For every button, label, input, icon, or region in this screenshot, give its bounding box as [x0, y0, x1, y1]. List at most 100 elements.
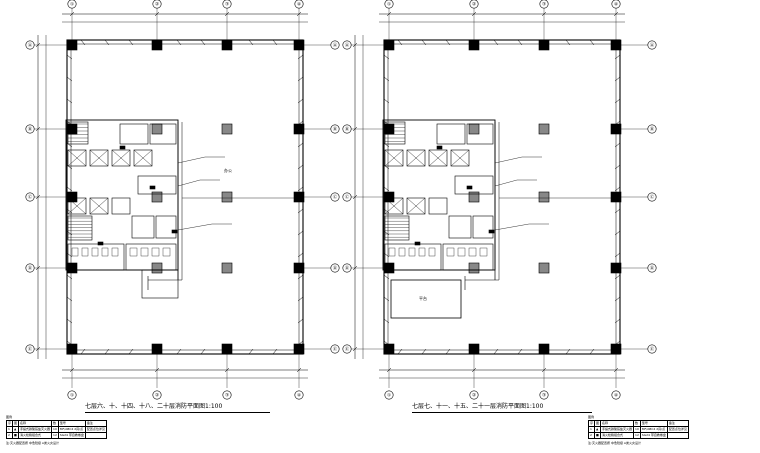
window-mark: [397, 39, 403, 46]
window-mark: [589, 39, 595, 46]
axis-bubble-bottom-label: ①: [387, 393, 391, 399]
structural-column: [151, 262, 163, 274]
window-mark: [383, 318, 390, 324]
dimension-tick: [352, 265, 358, 271]
structural-column: [293, 191, 305, 203]
window-mark: [493, 348, 499, 355]
axis-bubble-left-label: Ⓔ: [28, 346, 33, 353]
window-mark: [128, 348, 134, 355]
structural-column: [610, 123, 622, 135]
axis-bubble-top-label: ②: [472, 2, 476, 8]
fire-hydrant-box: [488, 229, 495, 234]
axis-bubble-left-label: Ⓔ: [345, 346, 350, 353]
leader-line: [494, 156, 523, 164]
window-mark: [297, 54, 304, 60]
window-mark: [383, 274, 390, 280]
axis-bubble-bottom: [469, 390, 479, 400]
elevator-cross: [406, 197, 426, 215]
structural-column: [610, 39, 622, 51]
window-mark: [176, 348, 182, 355]
axis-bubble-right: [647, 192, 657, 202]
dimension-tick: [541, 367, 547, 373]
axis-bubble-left-label: Ⓐ: [345, 42, 350, 49]
legend-table-right: 图例 序 图 名称 数 型号 备注 1 ▲ 手提式磷酸铵盐灭火器 10 MF/A…: [587, 415, 689, 445]
legend-cell: 消火栓箱组合式: [18, 432, 53, 439]
structural-column: [383, 39, 395, 51]
stair: [384, 121, 406, 145]
dimension-tick: [352, 194, 358, 200]
legend-cell: [666, 432, 689, 439]
outer-wall: [66, 39, 304, 355]
window-mark: [297, 252, 304, 258]
legend-cell: [84, 432, 107, 439]
structural-column: [293, 262, 305, 274]
dimension-tick: [471, 11, 477, 17]
dimension-tick: [35, 194, 41, 200]
structural-column: [221, 343, 233, 355]
window-mark: [200, 348, 206, 355]
axis-bubble-right: [330, 124, 340, 134]
legend-table: 序 图 名称 数 型号 备注 1 ▲ 手提式磷酸铵盐灭火器 10 MF/ABC4…: [587, 420, 689, 439]
window-mark: [614, 186, 621, 192]
structural-column: [151, 123, 163, 135]
axis-bubble-left-label: Ⓒ: [345, 194, 350, 201]
window-mark: [272, 348, 278, 355]
toilet-stall: [457, 247, 466, 257]
core-room: [137, 175, 177, 195]
axis-bubble-top: [152, 0, 162, 9]
structural-column: [293, 123, 305, 135]
window-mark: [383, 98, 390, 104]
dimension-tick: [386, 11, 392, 17]
window-mark: [272, 39, 278, 46]
dimension-tick: [35, 42, 41, 48]
axis-bubble-top-label: ④: [614, 2, 618, 8]
dimension-tick: [352, 346, 358, 352]
legend-cell: 配置点位详见: [666, 426, 689, 433]
structural-column: [468, 191, 480, 203]
structural-column: [610, 262, 622, 274]
window-mark: [297, 230, 304, 236]
legend-cell: ■: [594, 432, 602, 439]
dimension-tick: [35, 346, 41, 352]
structural-column: [468, 123, 480, 135]
inner-wall: [387, 43, 617, 351]
fire-hydrant-box: [97, 241, 104, 246]
toilet-stall: [468, 247, 477, 257]
inner-wall: [70, 43, 300, 351]
window-mark: [614, 318, 621, 324]
dimension-tick: [352, 126, 358, 132]
toilet-stall: [388, 247, 396, 257]
axis-bubble-right-label: Ⓓ: [650, 265, 655, 272]
dimension-tick: [69, 367, 75, 373]
axis-bubble-top-label: ③: [225, 2, 229, 8]
structural-column: [66, 191, 78, 203]
toilet-stall: [111, 247, 119, 257]
window-mark: [517, 39, 523, 46]
stair: [67, 215, 93, 241]
table-row: 2 ■ 消火栓箱组合式 12 SG24 带自救卷盘: [587, 432, 689, 439]
elevator-shaft: [111, 149, 131, 167]
window-mark: [614, 252, 621, 258]
axis-bubble-right-label: Ⓒ: [333, 194, 338, 201]
table-row: 1 ▲ 手提式磷酸铵盐灭火器 10 MF/ABC4 2具/点 配置点位详见: [587, 426, 689, 433]
toilet-stall: [101, 247, 109, 257]
dimension-tick: [613, 11, 619, 17]
axis-bubble-left: [25, 40, 35, 50]
window-mark: [589, 348, 595, 355]
structural-column: [151, 39, 163, 51]
window-mark: [614, 164, 621, 170]
structural-column: [610, 343, 622, 355]
structural-column: [538, 262, 550, 274]
window-mark: [383, 296, 390, 302]
toilet-stall: [129, 247, 138, 257]
axis-bubble-bottom: [611, 390, 621, 400]
elevator-shaft: [428, 149, 448, 167]
legend-cell: ■: [12, 432, 20, 439]
dimension-tick: [35, 126, 41, 132]
legend-cell: 手提式磷酸铵盐灭火器: [18, 426, 53, 433]
structural-column: [610, 191, 622, 203]
structural-column: [66, 39, 78, 51]
legend-cell: MF/ABC4 2具/点: [57, 426, 86, 433]
toilet-stall: [162, 247, 171, 257]
window-mark: [614, 98, 621, 104]
